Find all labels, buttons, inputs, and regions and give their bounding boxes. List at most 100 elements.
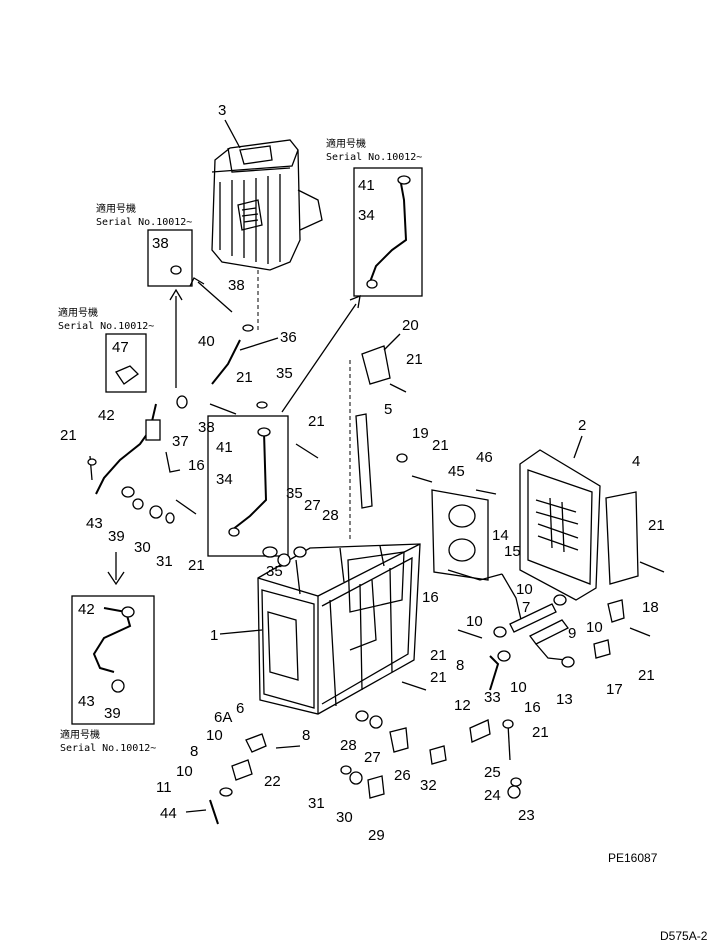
callout-42: 42	[98, 407, 115, 424]
callout-21-g: 21	[648, 517, 665, 534]
callout-10-b: 10	[466, 613, 483, 630]
callout-43-inset: 43	[78, 693, 95, 710]
callout-26: 26	[394, 767, 411, 784]
arrow-down-inset	[107, 552, 125, 586]
corner-code: D575A-2	[660, 929, 708, 942]
callout-6: 6	[236, 700, 244, 717]
callout-22: 22	[264, 773, 281, 790]
callout-5: 5	[384, 401, 392, 418]
inset-box-41-34	[353, 167, 423, 297]
callout-8-c: 8	[190, 743, 198, 760]
callout-41-inset: 41	[358, 177, 375, 194]
callout-9: 9	[568, 625, 576, 642]
callout-4: 4	[632, 453, 640, 470]
heater-panel-2	[519, 449, 601, 601]
arrow-to-38	[189, 277, 233, 313]
callout-28-b: 28	[322, 507, 339, 524]
callout-24: 24	[484, 787, 501, 804]
callout-14: 14	[492, 527, 509, 544]
callout-38-a: 38	[228, 277, 245, 294]
callout-34-inset: 34	[358, 207, 375, 224]
callout-31-b: 31	[308, 795, 325, 812]
duct-plate-45	[431, 489, 489, 581]
callout-3: 3	[218, 102, 226, 119]
callout-44: 44	[160, 805, 177, 822]
callout-34-b: 34	[216, 471, 233, 488]
callout-8-a: 8	[456, 657, 464, 674]
inset-box-42-43-39	[71, 595, 155, 725]
callout-40: 40	[198, 333, 215, 350]
callout-21-a: 21	[236, 369, 253, 386]
callout-10-d: 10	[510, 679, 527, 696]
callout-30-a: 30	[134, 539, 151, 556]
callout-21-c: 21	[188, 557, 205, 574]
callout-21-b: 21	[60, 427, 77, 444]
callout-42-inset: 42	[78, 601, 95, 618]
callout-35-b: 35	[266, 563, 283, 580]
inset-box-47	[105, 333, 147, 393]
serial-prefix-c: 適用号機	[58, 306, 98, 319]
callout-29: 29	[368, 827, 385, 844]
callout-30-b: 30	[336, 809, 353, 826]
callout-20: 20	[402, 317, 419, 334]
callout-10-f: 10	[176, 763, 193, 780]
callout-21-i: 21	[430, 647, 447, 664]
callout-16-a: 16	[188, 457, 205, 474]
callout-19: 19	[412, 425, 429, 442]
callout-21-f: 21	[432, 437, 449, 454]
callout-46: 46	[476, 449, 493, 466]
callout-41-b: 41	[216, 439, 233, 456]
inset-box-41-34-b	[207, 415, 289, 557]
callout-15: 15	[504, 543, 521, 560]
callout-21-h: 21	[638, 667, 655, 684]
callout-43: 43	[86, 515, 103, 532]
callout-33: 33	[484, 689, 501, 706]
callout-10-e: 10	[206, 727, 223, 744]
callout-35-a: 35	[276, 365, 293, 382]
callout-1: 1	[210, 627, 218, 644]
callout-7: 7	[522, 599, 530, 616]
callout-25: 25	[484, 764, 501, 781]
callout-28-a: 28	[340, 737, 357, 754]
callout-38-inset: 38	[152, 235, 169, 252]
arrow-to-inset	[281, 294, 361, 413]
serial-prefix-d: 適用号機	[60, 728, 100, 741]
serial-note-b: Serial No.10012~	[96, 217, 192, 228]
callout-16-c: 16	[524, 699, 541, 716]
callout-23: 23	[518, 807, 535, 824]
callout-12: 12	[454, 697, 471, 714]
callout-21-d: 21	[308, 413, 325, 430]
serial-note-a: Serial No.10012~	[326, 152, 422, 163]
callout-16-b: 16	[422, 589, 439, 606]
callout-11: 11	[156, 779, 172, 796]
callout-36: 36	[280, 329, 297, 346]
callout-21-j: 21	[430, 669, 447, 686]
callout-8-b: 8	[302, 727, 310, 744]
callout-31-a: 31	[156, 553, 173, 570]
drawing-code: PE16087	[608, 851, 658, 865]
callout-21-k: 21	[532, 724, 549, 741]
callout-10-a: 10	[516, 581, 533, 598]
serial-note-d: Serial No.10012~	[60, 743, 156, 754]
callout-37: 37	[172, 433, 189, 450]
callout-32: 32	[420, 777, 437, 794]
main-frame	[257, 543, 421, 715]
serial-prefix-a: 適用号機	[326, 137, 366, 150]
arrow-up-38	[169, 288, 183, 388]
callout-39-inset: 39	[104, 705, 121, 722]
callout-27-a: 27	[364, 749, 381, 766]
inset-box-38	[147, 229, 193, 287]
serial-note-c: Serial No.10012~	[58, 321, 154, 332]
callout-27-b: 27	[304, 497, 321, 514]
callout-17: 17	[606, 681, 623, 698]
callout-18: 18	[642, 599, 659, 616]
callout-35-c: 35	[286, 485, 303, 502]
callout-10-c: 10	[586, 619, 603, 636]
callout-6a: 6A	[214, 709, 232, 726]
callout-47: 47	[112, 339, 129, 356]
callout-21-e: 21	[406, 351, 423, 368]
heater-core-unit	[211, 139, 323, 271]
callout-45: 45	[448, 463, 465, 480]
